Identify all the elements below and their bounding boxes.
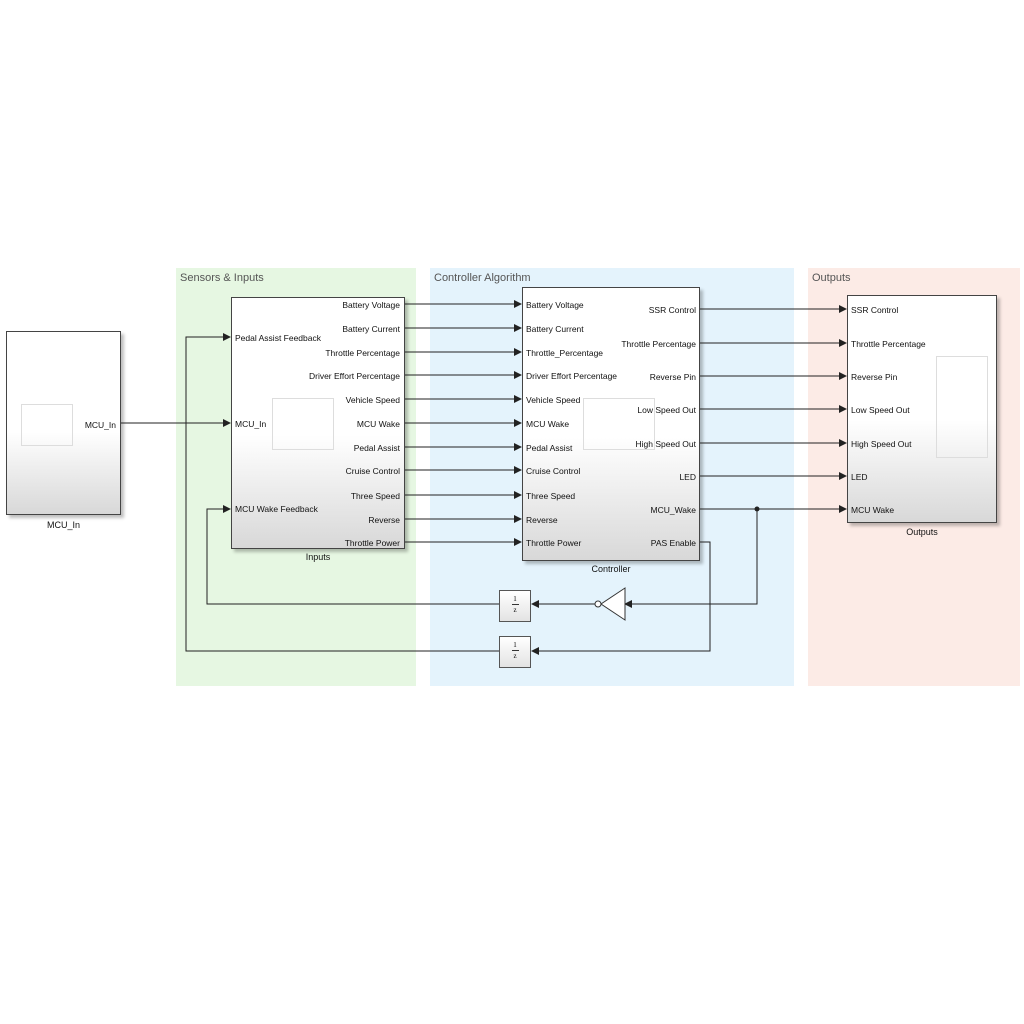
outputs-in-port-ssr-control[interactable]: SSR Control — [851, 305, 899, 315]
controller-internal-preview — [583, 398, 655, 450]
controller-in-port-throttle-power[interactable]: Throttle Power — [526, 538, 582, 548]
outputs-area-label: Outputs — [812, 272, 851, 284]
unit-delay-1-numerator: 1 — [513, 595, 517, 603]
outputs-in-port-mcu-wake[interactable]: MCU Wake — [851, 505, 895, 515]
inputs-out-port-driver-effort-percentage[interactable]: Driver Effort Percentage — [308, 371, 400, 381]
mcu-in-internal-preview — [21, 404, 73, 446]
inputs-out-port-pedal-assist[interactable]: Pedal Assist — [353, 443, 400, 453]
inputs-block[interactable]: Pedal Assist Feedback MCU_In MCU Wake Fe… — [231, 297, 405, 549]
inputs-out-port-throttle-power[interactable]: Throttle Power — [344, 538, 400, 548]
controller-in-port-battery-voltage[interactable]: Battery Voltage — [526, 300, 584, 310]
inputs-out-port-three-speed[interactable]: Three Speed — [350, 491, 400, 501]
mcu-in-block[interactable]: MCU_In — [6, 331, 121, 515]
outputs-block[interactable]: SSR Control Throttle Percentage Reverse … — [847, 295, 997, 523]
unit-delay-2-denominator: z — [513, 652, 517, 660]
inputs-in-port-mcu-in[interactable]: MCU_In — [235, 419, 267, 429]
inputs-out-port-vehicle-speed[interactable]: Vehicle Speed — [345, 395, 400, 405]
outputs-in-port-throttle-percentage[interactable]: Throttle Percentage — [851, 339, 926, 349]
controller-in-port-pedal-assist[interactable]: Pedal Assist — [526, 443, 573, 453]
controller-out-port-low-speed-out[interactable]: Low Speed Out — [637, 405, 696, 415]
controller-out-port-led[interactable]: LED — [679, 472, 696, 482]
wire-delay2-to-inputs — [185, 333, 499, 652]
controller-out-port-ssr-control[interactable]: SSR Control — [648, 305, 696, 315]
outputs-in-port-high-speed-out[interactable]: High Speed Out — [851, 439, 912, 449]
wire-junction-dot — [754, 506, 760, 512]
outputs-in-port-low-speed-out[interactable]: Low Speed Out — [851, 405, 910, 415]
inputs-in-port-pedal-assist-feedback[interactable]: Pedal Assist Feedback — [235, 333, 321, 343]
controller-in-port-battery-current[interactable]: Battery Current — [526, 324, 584, 334]
inputs-out-port-throttle-percentage[interactable]: Throttle Percentage — [325, 348, 400, 358]
controller-in-port-driver-effort-percentage[interactable]: Driver Effort Percentage — [526, 371, 618, 381]
controller-in-port-mcu-wake[interactable]: MCU Wake — [526, 419, 570, 429]
outputs-caption: Outputs — [906, 527, 938, 537]
mcu-in-caption: MCU_In — [46, 520, 80, 530]
not-gate-block — [594, 587, 626, 621]
unit-delay-2-fraction-bar — [511, 650, 519, 651]
wire-pas-enable — [531, 541, 711, 655]
controller-in-port-reverse[interactable]: Reverse — [526, 515, 558, 525]
controller-in-port-throttle-percentage[interactable]: Throttle_Percentage — [526, 348, 604, 358]
unit-delay-2-numerator: 1 — [513, 641, 517, 649]
controller-in-port-vehicle-speed[interactable]: Vehicle Speed — [526, 395, 581, 405]
inputs-internal-preview — [272, 398, 334, 450]
inputs-caption: Inputs — [305, 552, 331, 562]
wire-mcu-wake-branch — [624, 509, 758, 608]
controller-area-label: Controller Algorithm — [434, 272, 531, 284]
outputs-internal-preview — [936, 356, 988, 458]
unit-delay-block-2[interactable]: 1 z — [499, 636, 531, 668]
inputs-out-port-battery-voltage[interactable]: Battery Voltage — [342, 300, 400, 310]
controller-out-port-throttle-percentage[interactable]: Throttle Percentage — [621, 339, 696, 349]
controller-out-port-high-speed-out[interactable]: High Speed Out — [635, 439, 696, 449]
controller-in-port-three-speed[interactable]: Three Speed — [526, 491, 576, 501]
controller-block[interactable]: Battery Voltage Battery Current Throttle… — [522, 287, 700, 561]
controller-out-port-pas-enable[interactable]: PAS Enable — [650, 538, 696, 548]
inputs-out-port-cruise-control[interactable]: Cruise Control — [345, 466, 400, 476]
unit-delay-block-1[interactable]: 1 z — [499, 590, 531, 622]
inputs-out-port-battery-current[interactable]: Battery Current — [342, 324, 400, 334]
controller-in-port-cruise-control[interactable]: Cruise Control — [526, 466, 581, 476]
controller-caption: Controller — [591, 564, 631, 574]
wire-delay1-to-inputs — [206, 505, 499, 605]
inputs-in-port-mcu-wake-feedback[interactable]: MCU Wake Feedback — [235, 504, 318, 514]
mcu-in-output-port[interactable]: MCU_In — [84, 420, 116, 430]
inputs-out-port-mcu-wake[interactable]: MCU Wake — [356, 419, 400, 429]
unit-delay-1-fraction-bar — [511, 604, 519, 605]
outputs-in-port-led[interactable]: LED — [851, 472, 868, 482]
unit-delay-1-denominator: z — [513, 606, 517, 614]
controller-out-port-reverse-pin[interactable]: Reverse Pin — [649, 372, 696, 382]
controller-out-port-mcu-wake[interactable]: MCU_Wake — [650, 505, 697, 515]
outputs-in-port-reverse-pin[interactable]: Reverse Pin — [851, 372, 898, 382]
inputs-out-port-reverse[interactable]: Reverse — [368, 515, 400, 525]
sensors-area-label: Sensors & Inputs — [180, 272, 264, 284]
